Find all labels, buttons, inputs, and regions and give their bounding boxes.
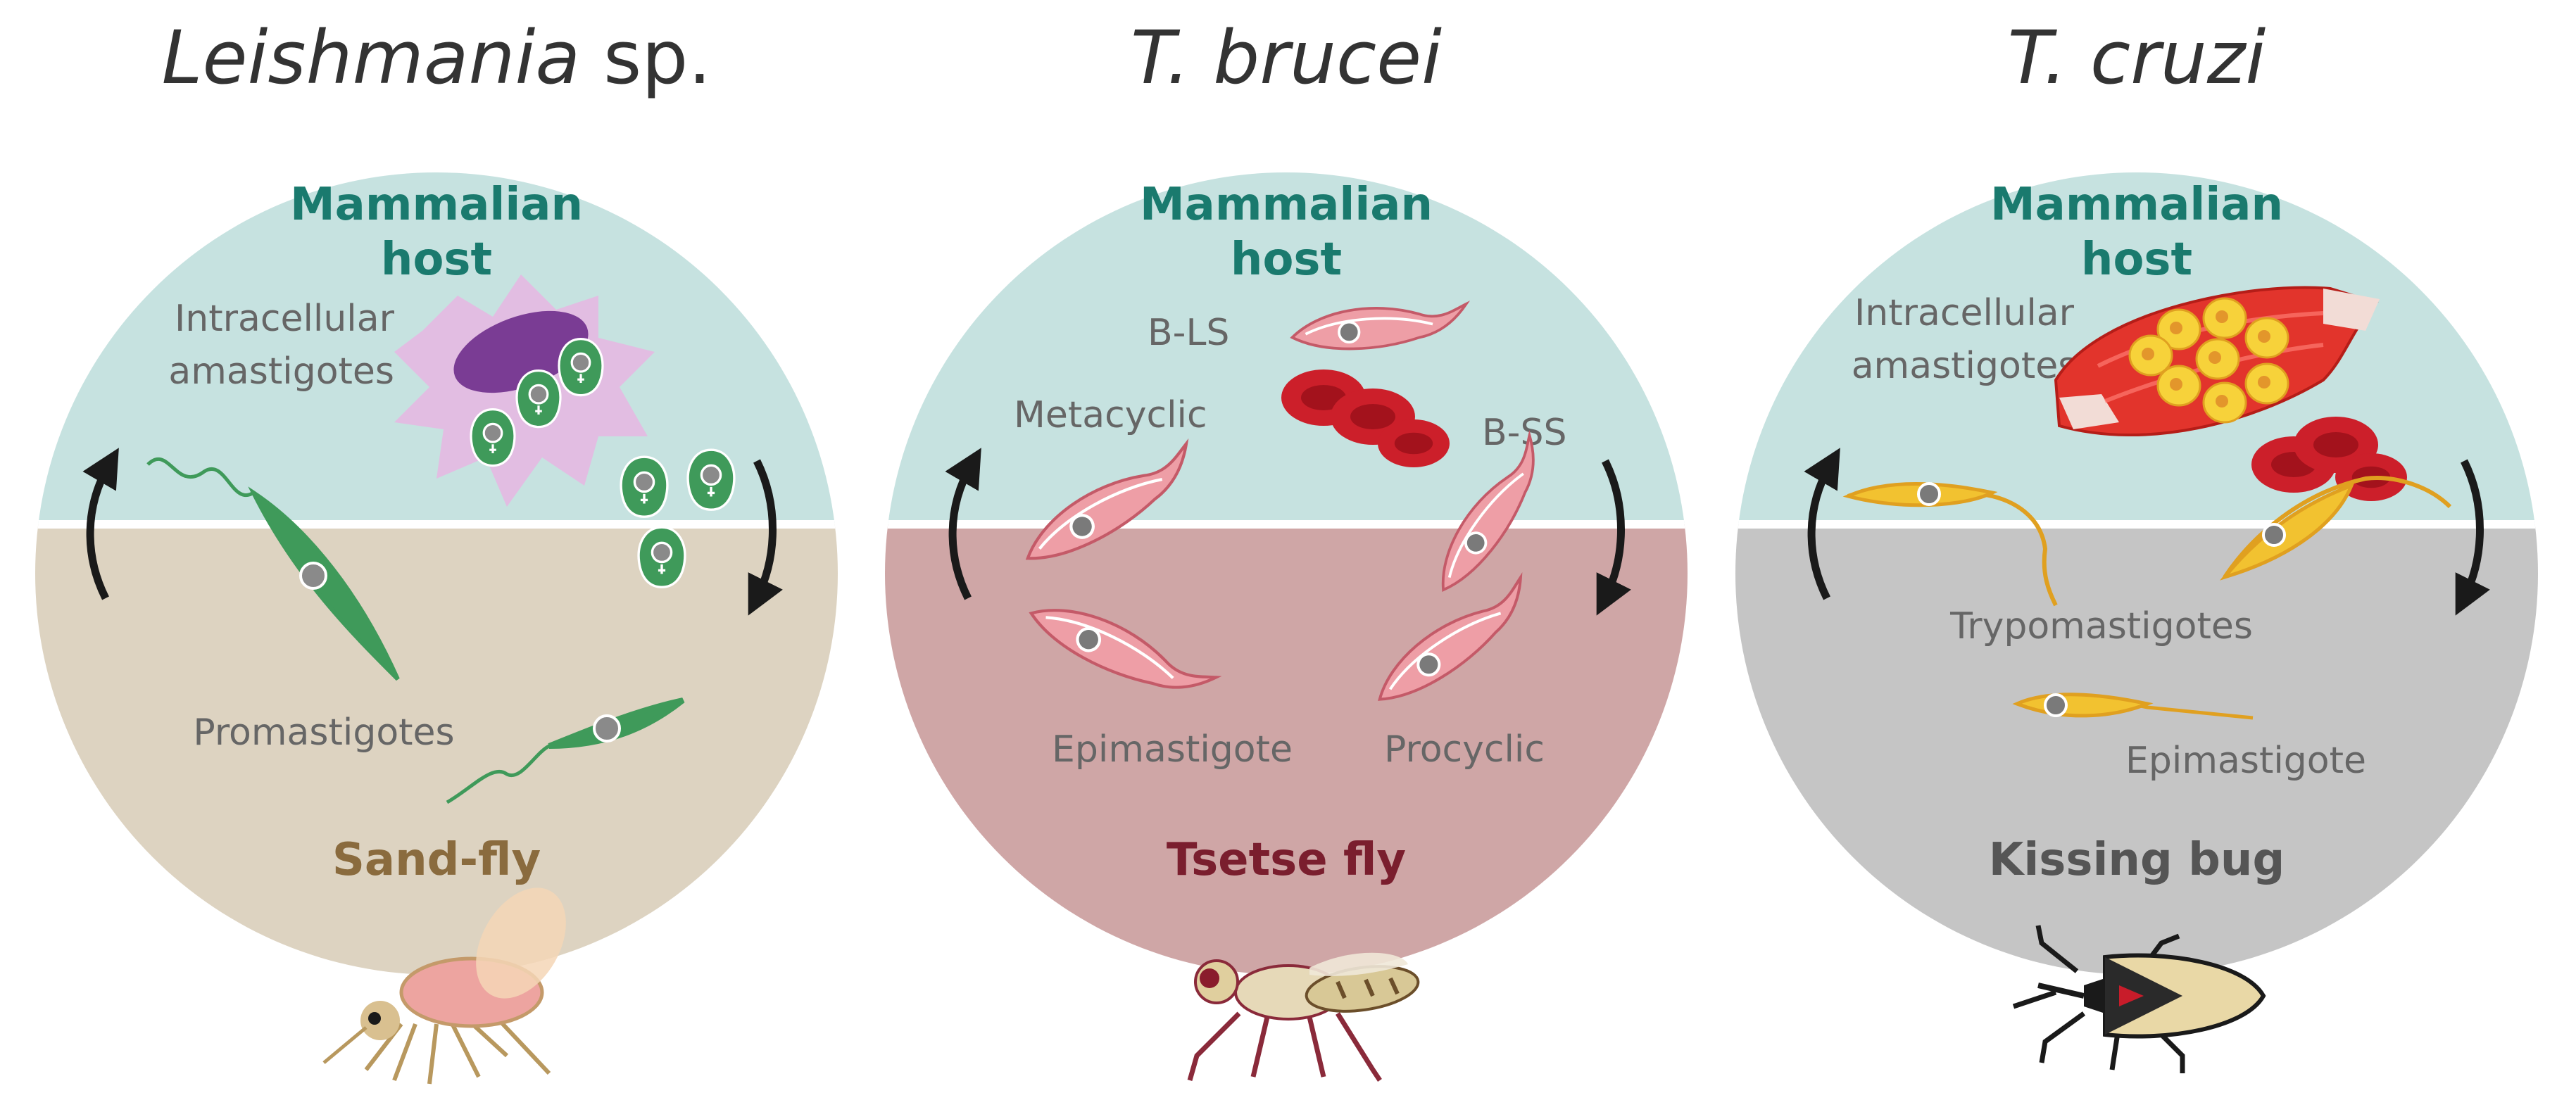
host-label: Mammalian [1140,179,1433,231]
panel-leishmania: Leishmania sp. Mammalian host Intracellu… [35,15,838,1085]
host-label-line2: host [1231,234,1342,286]
kissing-bug-icon [2012,925,2266,1073]
panel-title: T. cruzi [2008,15,2266,101]
erythrocyte [1378,419,1450,467]
stage-label-b-ss: B-SS [1482,412,1566,454]
cycle-arrow-up [945,448,981,600]
amastigote [620,455,669,518]
cycle-arrow-down [2455,459,2490,616]
promastigote [146,457,400,681]
zone-divider [1735,520,2538,529]
cycle-arrow-down [1596,459,1631,616]
stage-label-promastigotes: Promastigotes [193,712,454,754]
zone-divider [885,520,1688,529]
amastigote [470,407,516,467]
vector-label: Sand-fly [332,834,541,886]
host-label-line2: host [2081,234,2192,286]
panel-title: T. brucei [1131,15,1442,101]
cycle-arrow-up [82,448,119,600]
host-label: Mammalian [1990,179,2283,231]
panel-title: Leishmania sp. [162,15,712,101]
vector-label: Kissing bug [1989,834,2285,886]
stage-label-epimastigote: Epimastigote [2125,740,2366,782]
cycle-circle [885,172,1688,975]
stage-label-intracellular: Intracellular [175,298,395,340]
trypomastigote [2220,476,2452,581]
infected-muscle-cell [2054,286,2380,436]
host-label-line2: host [381,234,492,286]
promastigote [446,697,685,804]
host-label: Mammalian [290,179,583,231]
trypomastigote [1842,482,2058,607]
amastigote [558,338,604,397]
stage-label-amastigotes: amastigotes [168,350,394,393]
zone-divider [35,520,838,529]
panel-t-cruzi: T. cruzi Mammalian host Intracellular am… [1735,15,2538,1073]
amastigote [515,369,562,429]
tsetse-fly-icon [1187,952,1420,1082]
stage-label-b-ls: B-LS [1148,312,1229,354]
stage-label-trypomastigotes: Trypomastigotes [1949,605,2253,647]
vector-label: Tsetse fly [1167,834,1406,886]
stage-label-metacyclic: Metacyclic [1014,394,1207,436]
stage-label-amastigotes: amastigotes [1852,345,2078,387]
amastigote [637,526,686,588]
macrophage-with-amastigotes [394,274,655,507]
epimastigote [2012,693,2254,720]
amastigote [686,448,736,511]
stage-label-intracellular: Intracellular [1854,292,2075,334]
cycle-arrow-down [748,459,783,616]
panel-t-brucei: T. brucei Mammalian host B-LS Metacyclic… [885,15,1688,1082]
macrophage-nucleus [453,310,589,393]
cycle-arrow-up [1804,448,1840,600]
stage-label-epimastigote: Epimastigote [1052,728,1293,771]
stage-label-procyclic: Procyclic [1384,728,1545,771]
sand-fly-icon [322,887,566,1085]
